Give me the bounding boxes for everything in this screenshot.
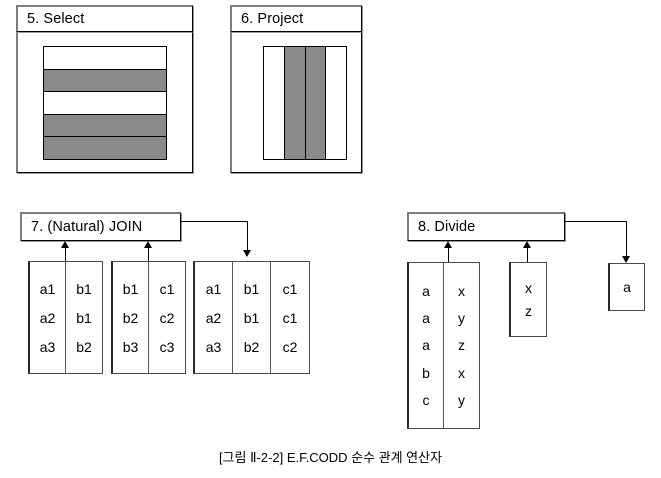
project-column-group <box>263 46 347 160</box>
join-s-col-2: c1 c2 c3 <box>149 262 185 373</box>
join-operand1-connector <box>65 248 66 262</box>
select-title-label: 5. Select <box>27 11 85 27</box>
table-cell: a <box>623 279 631 295</box>
join-connector-horizontal <box>181 221 248 222</box>
select-title-box: 5. Select <box>16 5 193 32</box>
table-cell: b <box>422 364 430 381</box>
table-cell: a3 <box>39 338 56 355</box>
divide-title-box: 8. Divide <box>407 212 565 241</box>
divide-relation-dividend: a a a b c x y z x y <box>407 262 480 429</box>
table-cell: c <box>422 392 430 409</box>
select-row-5 <box>44 137 166 159</box>
table-cell: a1 <box>205 280 222 297</box>
select-row-3 <box>44 92 166 115</box>
divide-relation-divisor: x z <box>509 262 547 337</box>
table-cell: b1 <box>76 309 92 326</box>
table-cell: b1 <box>122 280 139 297</box>
project-title-box: 6. Project <box>230 5 362 32</box>
table-cell: a1 <box>39 280 56 297</box>
join-result-col-2: b1 b1 b2 <box>233 262 271 373</box>
figure-caption: [그림 Ⅱ-2-2] E.F.CODD 순수 관계 연산자 <box>218 450 443 465</box>
table-cell: a2 <box>39 309 56 326</box>
table-cell: a2 <box>205 309 222 326</box>
project-title-label: 6. Project <box>241 11 304 27</box>
join-operand2-arrowhead <box>144 241 152 248</box>
table-cell: c1 <box>282 280 298 297</box>
join-title-label: 7. (Natural) JOIN <box>31 219 143 235</box>
join-relation-r: a1 a2 a3 b1 b1 b2 <box>28 261 103 374</box>
table-cell: y <box>458 392 465 409</box>
join-result-col-3: c1 c1 c2 <box>271 262 309 373</box>
table-cell: b1 <box>243 309 260 326</box>
select-row-4 <box>44 114 166 138</box>
divide-dividend-col-2: x y z x y <box>444 263 479 428</box>
divide-result-arrowhead <box>622 256 630 263</box>
join-operand1-arrowhead <box>61 241 69 248</box>
join-result-arrowhead <box>243 250 251 257</box>
table-cell: a3 <box>205 338 222 355</box>
project-col-1 <box>264 47 285 159</box>
divide-operand2-arrowhead <box>523 241 531 248</box>
join-r-col-1: a1 a2 a3 <box>30 262 66 373</box>
select-row-1 <box>44 47 166 70</box>
divide-title-label: 8. Divide <box>418 219 476 235</box>
select-stripe-group <box>43 46 167 160</box>
table-cell: b3 <box>122 338 139 355</box>
join-result-col-1: a1 a2 a3 <box>195 262 233 373</box>
divide-result-col-1: a <box>610 264 644 310</box>
join-relation-s: b1 b2 b3 c1 c2 c3 <box>111 261 186 374</box>
divide-operand1-connector <box>448 248 449 262</box>
divide-relation-result: a <box>608 263 645 311</box>
table-cell: a <box>422 310 430 327</box>
divide-connector-horizontal <box>565 221 627 222</box>
divide-operand2-connector <box>527 248 528 262</box>
table-cell: z <box>525 303 532 320</box>
project-col-2 <box>284 47 306 159</box>
table-cell: y <box>458 310 465 327</box>
table-cell: z <box>458 337 465 354</box>
table-cell: c1 <box>159 280 175 297</box>
table-cell: b1 <box>243 280 260 297</box>
join-connector-vertical <box>247 221 248 252</box>
divide-connector-vertical <box>626 221 627 258</box>
table-cell: x <box>458 282 465 299</box>
table-cell: a <box>422 337 430 354</box>
table-cell: c2 <box>159 309 175 326</box>
table-cell: b2 <box>76 338 92 355</box>
divide-operand1-arrowhead <box>444 241 452 248</box>
join-relation-result: a1 a2 a3 b1 b1 b2 c1 c1 c2 <box>193 261 310 374</box>
table-cell: b2 <box>243 338 260 355</box>
join-r-col-2: b1 b1 b2 <box>66 262 102 373</box>
project-col-4 <box>326 47 346 159</box>
table-cell: b2 <box>122 309 139 326</box>
table-cell: c2 <box>282 338 298 355</box>
table-cell: b1 <box>76 280 92 297</box>
table-cell: x <box>525 279 532 296</box>
join-s-col-1: b1 b2 b3 <box>113 262 149 373</box>
select-row-2 <box>44 69 166 93</box>
table-cell: c3 <box>159 338 175 355</box>
join-title-box: 7. (Natural) JOIN <box>20 212 181 241</box>
table-cell: c1 <box>282 309 298 326</box>
project-col-3 <box>305 47 327 159</box>
divide-divisor-col-1: x z <box>511 263 546 336</box>
join-operand2-connector <box>148 248 149 262</box>
divide-dividend-col-1: a a a b c <box>409 263 444 428</box>
table-cell: a <box>422 282 430 299</box>
table-cell: x <box>458 364 465 381</box>
